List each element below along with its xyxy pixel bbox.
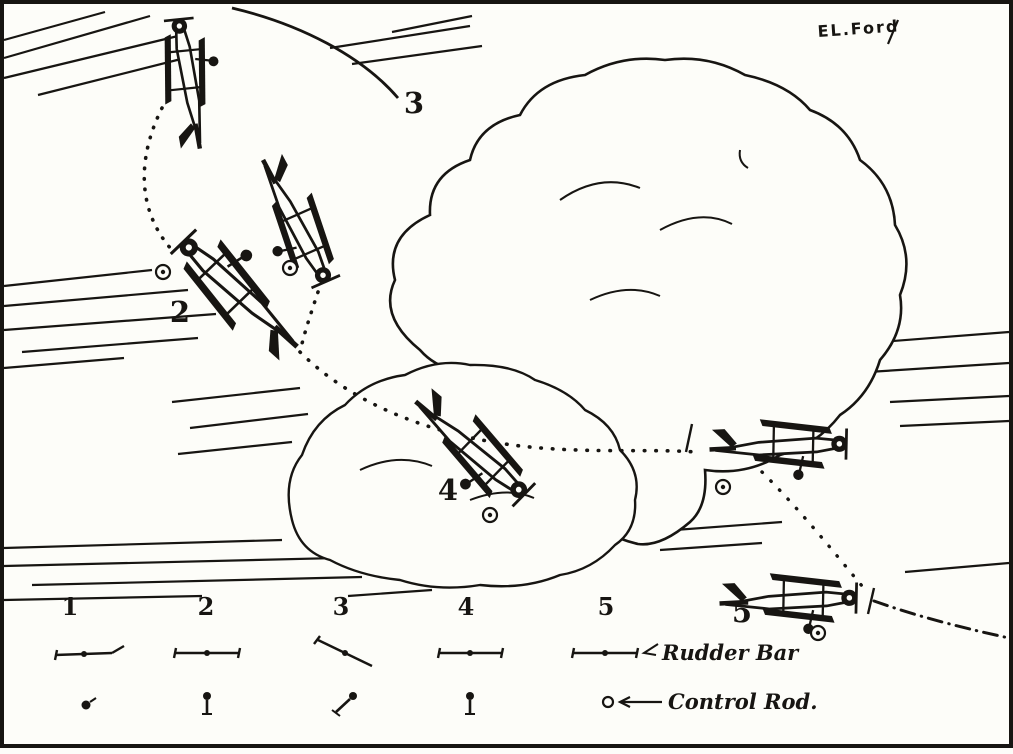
signature-text: EL.Ford xyxy=(817,16,900,41)
control-rod-icon-4 xyxy=(465,692,475,715)
stage-label-4: 4 xyxy=(438,473,458,507)
control-rod-icon-3 xyxy=(331,692,357,717)
biplane-stage-1 xyxy=(151,13,233,153)
rudder-bar-arrow xyxy=(641,643,659,656)
signature-flourish xyxy=(886,19,900,45)
entry-curve xyxy=(231,6,400,99)
control-rod-label: Control Rod. xyxy=(668,689,818,714)
legend-number-1: 1 xyxy=(62,592,79,621)
rudder-bar-icon-4 xyxy=(436,647,505,659)
control-rod-callout: Control Rod. xyxy=(617,689,818,714)
legend-number-5: 5 xyxy=(598,592,615,621)
rudder-bar-icon-2 xyxy=(172,647,242,659)
stage-label-2: 2 xyxy=(170,295,190,329)
flight-path xyxy=(142,106,1011,640)
stage-label-3: 3 xyxy=(404,86,424,120)
rudder-bar-label: Rudder Bar xyxy=(661,640,800,665)
legend: 1 2 3 4 5 xyxy=(53,592,818,717)
sky-streaks xyxy=(3,10,1010,602)
rudder-tick-marks xyxy=(684,423,876,615)
legend-number-4: 4 xyxy=(458,592,475,621)
rudder-bar-icon-5 xyxy=(570,647,640,659)
control-rod-arrowhead xyxy=(617,696,631,708)
artist-signature: EL.Ford xyxy=(817,16,900,45)
legend-number-3: 3 xyxy=(333,592,350,621)
rudder-bar-icon-1 xyxy=(53,644,125,661)
legend-number-2: 2 xyxy=(198,592,215,621)
control-rod-icon-5 xyxy=(601,695,615,709)
rudder-bar-icon-3 xyxy=(313,635,373,668)
stage-label-5: 5 xyxy=(732,595,752,629)
rudder-bar-callout: Rudder Bar xyxy=(641,640,800,665)
control-rod-icon-1 xyxy=(81,697,97,710)
control-rod-icon-2 xyxy=(202,692,212,715)
